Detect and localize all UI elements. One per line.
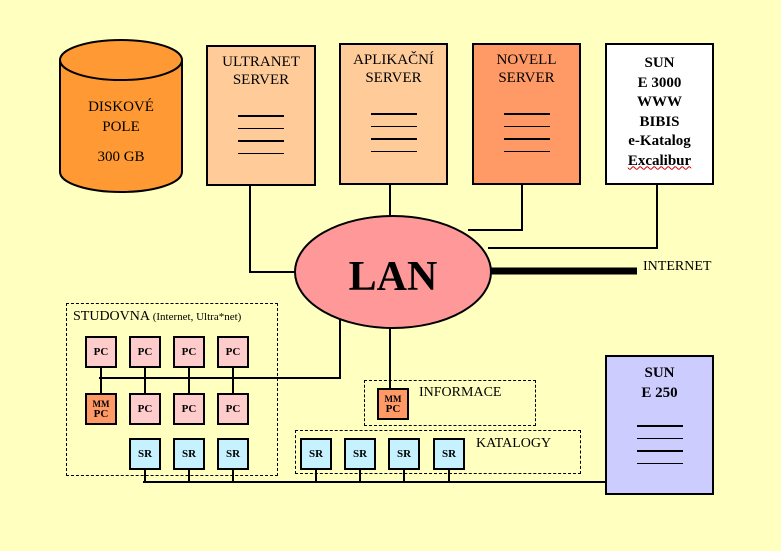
mm-label: MM (92, 399, 110, 409)
sr-label: SR (181, 448, 197, 460)
server-lines (341, 113, 446, 163)
sun3000-line-0: SUN (644, 55, 675, 71)
server-lines (474, 113, 579, 163)
sr-label: SR (352, 448, 368, 460)
pc-workstation: PC (85, 336, 117, 368)
pc-workstation: PC (217, 393, 249, 425)
sun3000-line-3: BIBIS (639, 113, 680, 130)
pc-label: PC (225, 403, 241, 415)
ultranet-line2: SERVER (232, 72, 290, 88)
pc-label: PC (137, 403, 153, 415)
katalogy-label: KATALOGY (476, 436, 552, 451)
disk-line2: POLE (102, 119, 140, 135)
pc-label: PC (385, 403, 401, 415)
link-lan-studovna (99, 318, 341, 379)
link-novell-lan (468, 185, 523, 231)
informace-group (364, 380, 536, 426)
sun-e250-server: SUN E 250 (605, 355, 714, 495)
disk-size: 300 GB (97, 149, 145, 165)
pc-label: PC (225, 346, 241, 358)
pc-label: PC (181, 403, 197, 415)
pc-label: PC (137, 346, 153, 358)
aplikacni-line1: APLIKAČNÍ (353, 52, 434, 68)
novell-line2: SERVER (498, 70, 555, 86)
link-sun3000-lan (488, 185, 658, 249)
aplikacni-server: APLIKAČNÍ SERVER (339, 43, 448, 185)
pc-label: PC (93, 408, 109, 420)
informace-label: INFORMACE (419, 385, 502, 400)
server-lines (208, 115, 314, 165)
ultranet-line1: ULTRANET (222, 54, 300, 70)
studovna-subtitle: (Internet, Ultra*net) (152, 311, 242, 323)
sr-terminal: SR (129, 438, 161, 470)
disk-label: DISKOVÉ POLE 300 GB (60, 97, 182, 167)
sun3000-line-1: E 3000 (637, 74, 682, 91)
sr-terminal: SR (300, 438, 332, 470)
sr-label: SR (137, 448, 153, 460)
disk-line1: DISKOVÉ (88, 99, 154, 115)
studovna-group (66, 303, 278, 476)
pc-workstation: PC (173, 336, 205, 368)
sun3000-line-4: e-Katalog (628, 133, 691, 149)
sr-terminal: SR (344, 438, 376, 470)
novell-server: NOVELL SERVER (472, 43, 581, 185)
multimedia-pc: MM PC (85, 393, 117, 425)
ultranet-server: ULTRANET SERVER (206, 45, 316, 186)
sun250-line2: E 250 (641, 385, 678, 401)
pc-workstation: PC (129, 393, 161, 425)
studovna-title: STUDOVNA (Internet, Ultra*net) (73, 309, 241, 325)
sun3000-line-5: Excalibur (627, 152, 692, 169)
sr-label: SR (396, 448, 412, 460)
pc-workstation: PC (217, 336, 249, 368)
katalogy-group (295, 430, 581, 474)
pc-workstation: PC (173, 393, 205, 425)
server-lines (607, 425, 712, 475)
link-ultranet-lan (249, 185, 300, 273)
mm-label: MM (384, 394, 402, 404)
sr-label: SR (225, 448, 241, 460)
sr-label: SR (308, 448, 324, 460)
sr-terminal: SR (217, 438, 249, 470)
lan-label: LAN (349, 254, 438, 300)
pc-label: PC (181, 346, 197, 358)
lan-ellipse (294, 215, 492, 329)
sun-e3000-server: SUN E 3000 WWW BIBIS e-Katalog Excalibur (605, 43, 714, 185)
multimedia-pc: MM PC (377, 388, 409, 420)
novell-line1: NOVELL (496, 52, 557, 68)
studovna-name: STUDOVNA (73, 309, 150, 324)
pc-workstation: PC (129, 336, 161, 368)
sr-label: SR (441, 448, 457, 460)
sr-terminal: SR (433, 438, 465, 470)
sr-terminal: SR (173, 438, 205, 470)
internet-label: INTERNET (643, 259, 712, 274)
sun250-line1: SUN (644, 365, 675, 381)
sun3000-line-2: WWW (637, 94, 682, 110)
disk-cylinder (59, 39, 183, 193)
aplikacni-line2: SERVER (365, 70, 422, 86)
pc-label: PC (93, 346, 109, 358)
sr-terminal: SR (388, 438, 420, 470)
